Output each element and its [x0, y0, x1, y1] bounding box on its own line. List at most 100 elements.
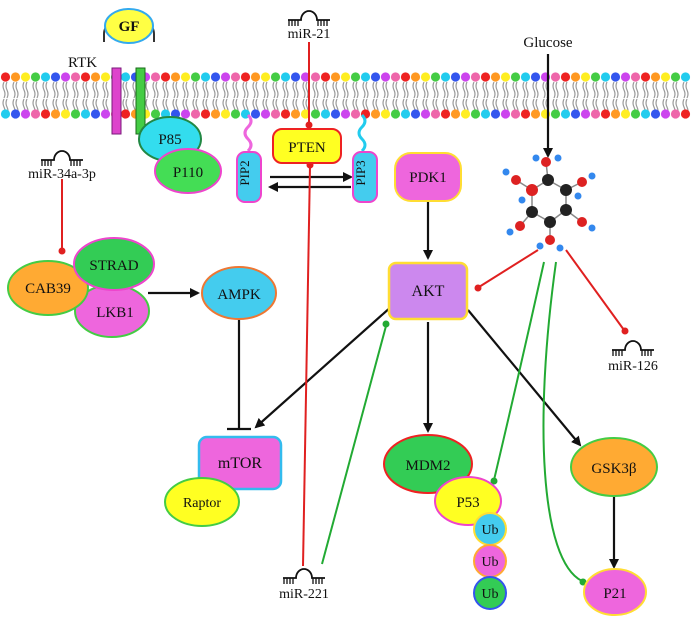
- lipid-tail: [652, 81, 656, 99]
- lipid-head: [190, 109, 201, 119]
- p85-label: P85: [158, 132, 181, 148]
- lipid-head: [460, 109, 471, 119]
- lipid-head: [570, 72, 581, 82]
- lipid-tail: [215, 81, 219, 99]
- lipid-head: [530, 109, 541, 119]
- lipid-head: [220, 72, 231, 82]
- mir34a-label: miR-34a-3p: [28, 167, 96, 182]
- mir126-label: miR-126: [608, 359, 658, 374]
- lipid-tail: [582, 81, 586, 99]
- lipid-head: [280, 109, 291, 119]
- lipid-head: [300, 72, 311, 82]
- mdm2-label: MDM2: [405, 458, 450, 474]
- lipid-head: [90, 72, 101, 82]
- lipid-head: [620, 109, 631, 119]
- lipid-head: [520, 109, 531, 119]
- lipid-head: [250, 72, 261, 82]
- lipid-head: [80, 72, 91, 82]
- strad-node: [73, 237, 155, 291]
- lipid-tail: [95, 81, 99, 99]
- lipid-head: [600, 109, 611, 119]
- lipid-head: [450, 72, 461, 82]
- lipid-head: [610, 109, 621, 119]
- lipid-head: [420, 109, 431, 119]
- gf-node: [104, 8, 154, 44]
- lipid-tail: [75, 81, 79, 99]
- lipid-head: [480, 109, 491, 119]
- lipid-head: [230, 109, 241, 119]
- lipid-head: [90, 109, 101, 119]
- lipid-head: [220, 109, 231, 119]
- lipid-tail: [445, 81, 449, 99]
- lipid-tail: [25, 81, 29, 99]
- lipid-tail: [625, 81, 629, 99]
- p110-node: [154, 148, 222, 194]
- lipid-head: [270, 72, 281, 82]
- lipid-head: [550, 72, 561, 82]
- lipid-head: [180, 72, 191, 82]
- lipid-head: [590, 109, 601, 119]
- lipid-head: [60, 72, 71, 82]
- lipid-tail: [602, 81, 606, 99]
- lipid-head: [460, 72, 471, 82]
- mir221-hairpin: [283, 568, 325, 584]
- lipid-tail: [542, 81, 546, 99]
- lipid-tail: [525, 81, 529, 99]
- cab39-node: [7, 260, 89, 316]
- lipid-head: [610, 72, 621, 82]
- lipid-head: [250, 109, 261, 119]
- pip3-tail: [357, 113, 367, 153]
- lipid-tail: [385, 81, 389, 99]
- lipid-tail: [515, 81, 519, 99]
- lipid-tail: [45, 81, 49, 99]
- lipid-head: [630, 72, 641, 82]
- lipid-tail: [192, 81, 196, 99]
- raptor-node: [164, 477, 240, 527]
- lipid-head: [570, 109, 581, 119]
- lipid-head: [480, 72, 491, 82]
- lipid-tail: [2, 81, 6, 99]
- lipid-tail: [585, 81, 589, 99]
- edge-akt-gsk3b: [467, 309, 582, 447]
- lipid-tail: [382, 81, 386, 99]
- lipid-tail: [225, 81, 229, 99]
- gf-label: GF: [119, 19, 140, 35]
- ampk-label: AMPK: [217, 287, 261, 303]
- lipid-tail: [345, 81, 349, 99]
- lipid-tail: [685, 81, 689, 99]
- cell-membrane: [0, 72, 691, 119]
- lipid-head: [240, 72, 251, 82]
- edge-akt-mtor: [254, 305, 393, 429]
- lipid-head: [530, 72, 541, 82]
- lkb1-label: LKB1: [96, 305, 134, 321]
- pten-label: PTEN: [288, 140, 326, 156]
- mtor-node: [197, 435, 283, 491]
- lipid-tail: [605, 81, 609, 99]
- pip3-node: [352, 151, 378, 203]
- lipid-tail: [502, 81, 506, 99]
- lipid-head: [80, 109, 91, 119]
- lipid-head: [370, 72, 381, 82]
- edge-glucose-p53: [493, 261, 545, 481]
- lipid-head: [430, 109, 441, 119]
- lipid-tail: [92, 81, 96, 99]
- lipid-head: [100, 72, 111, 82]
- lipid-head: [420, 72, 431, 82]
- lipid-head: [630, 109, 641, 119]
- lipid-head: [50, 72, 61, 82]
- strad-label: STRAD: [89, 258, 138, 274]
- lipid-head: [310, 109, 321, 119]
- lipid-head: [330, 109, 341, 119]
- lipid-head: [20, 109, 31, 119]
- lipid-head: [60, 109, 71, 119]
- lipid-tail: [102, 81, 106, 99]
- lipid-tail: [305, 81, 309, 99]
- lipid-tail: [662, 81, 666, 99]
- lipid-head: [640, 109, 651, 119]
- lipid-tail: [405, 81, 409, 99]
- lipid-tail: [592, 81, 596, 99]
- lipid-tail: [65, 81, 69, 99]
- lipid-tail: [285, 81, 289, 99]
- lipid-head: [550, 109, 561, 119]
- lipid-head: [590, 72, 601, 82]
